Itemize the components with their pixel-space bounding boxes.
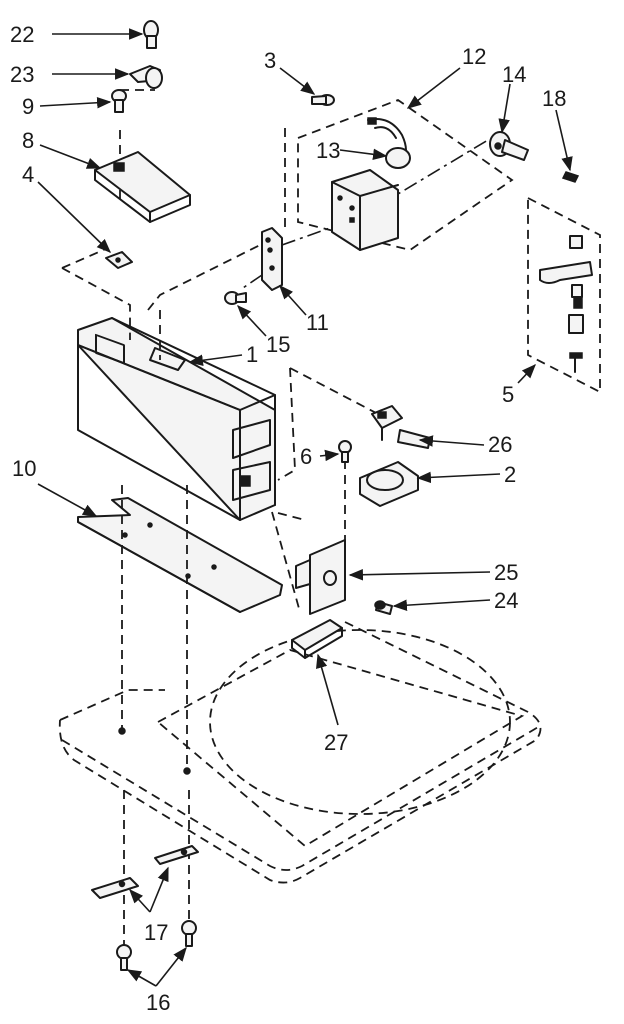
- timer-knob-part-14: [489, 131, 529, 161]
- console-housing-part-1: [77, 317, 276, 521]
- callout-3: 3: [264, 48, 276, 73]
- callout-2: 2: [504, 462, 516, 487]
- callout-10: 10: [12, 456, 36, 481]
- knob-part-22: [143, 20, 159, 49]
- callout-5: 5: [502, 382, 514, 407]
- leader-lines: [37, 28, 573, 987]
- callout-24: 24: [494, 588, 518, 613]
- callout-18: 18: [542, 86, 566, 111]
- callout-23: 23: [10, 62, 34, 87]
- callout-15: 15: [266, 332, 290, 357]
- top-cover-part-8: [94, 151, 191, 223]
- clamp-part-23: [129, 65, 163, 89]
- callout-6: 6: [300, 444, 312, 469]
- hinge-part-27: [291, 619, 343, 659]
- callout-labels: 22 23 9 8 4 3 12 14 18 13 11 15 1 5 26 6…: [10, 22, 566, 1015]
- strap-parts-17: [91, 845, 199, 899]
- clip-part-4: [105, 251, 133, 269]
- callout-8: 8: [22, 128, 34, 153]
- callout-4: 4: [22, 162, 34, 187]
- callout-22: 22: [10, 22, 34, 47]
- cup-part-2: [359, 461, 419, 507]
- bulb-part-24: [374, 600, 393, 615]
- bracket-part-11: [261, 227, 283, 291]
- callout-17: 17: [144, 920, 168, 945]
- callout-9: 9: [22, 94, 34, 119]
- screw-part-15: [224, 291, 247, 305]
- callout-13: 13: [316, 138, 340, 163]
- set-screw-part-18: [561, 171, 580, 183]
- switch-assembly-part-5: [527, 196, 601, 394]
- callout-11: 11: [306, 310, 329, 335]
- callout-25: 25: [494, 560, 518, 585]
- timer-assembly-part-12: [297, 98, 514, 251]
- callout-12: 12: [462, 44, 486, 69]
- washer-top-outline: [58, 621, 542, 884]
- callout-27: 27: [324, 730, 348, 755]
- screw-part-9: [111, 89, 127, 113]
- callout-1: 1: [246, 342, 258, 367]
- callout-26: 26: [488, 432, 512, 457]
- screw-part-6: [338, 440, 352, 463]
- base-holes: [118, 727, 191, 775]
- switch-part-26: [371, 405, 431, 449]
- callout-14: 14: [502, 62, 526, 87]
- screw-parts-16: [116, 920, 197, 971]
- front-plate-part-10: [77, 497, 283, 613]
- light-plate-part-25: [295, 539, 346, 615]
- screw-part-3: [311, 94, 335, 106]
- callout-16: 16: [146, 990, 170, 1015]
